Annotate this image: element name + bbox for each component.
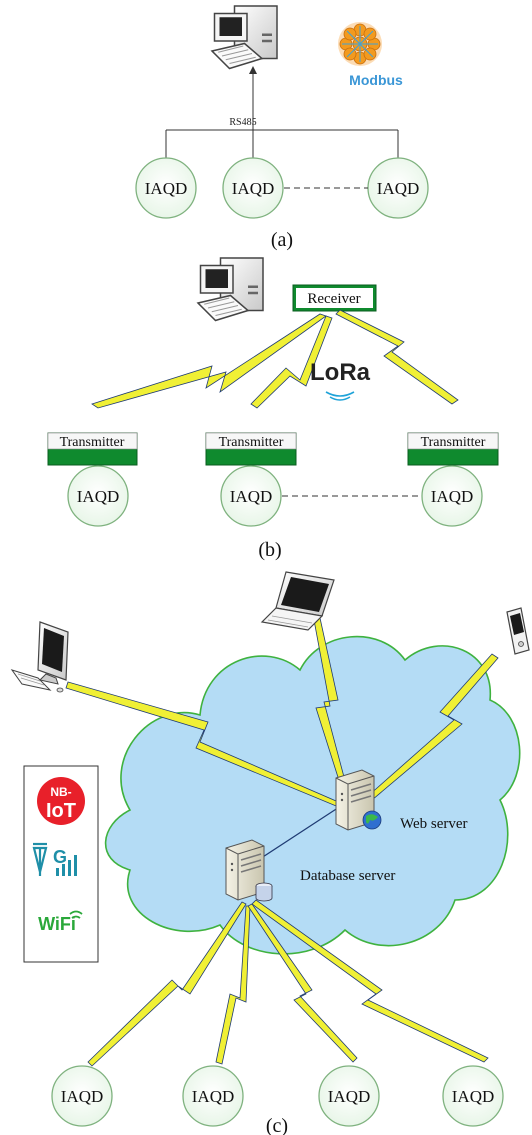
svg-text:Transmitter: Transmitter — [219, 435, 284, 450]
web-server-label: Web server — [400, 816, 468, 832]
svg-text:IAQD: IAQD — [192, 1087, 235, 1106]
transmitter-box: Transmitter — [407, 432, 499, 466]
device-wireless-links — [87, 899, 489, 1067]
rs485-label: RS485 — [229, 117, 256, 128]
svg-text:Transmitter: Transmitter — [60, 435, 125, 450]
laptop-icon — [260, 571, 335, 631]
iaqd-node: IAQD — [51, 1065, 113, 1127]
svg-text:G: G — [53, 847, 67, 867]
panel-b: Receiver LoRa Transmitter Transmitter — [47, 257, 499, 561]
desktop-monitor-icon — [10, 621, 69, 693]
svg-text:Receiver: Receiver — [307, 291, 360, 307]
modbus-label: Modbus — [349, 72, 403, 88]
iaqd-node: IAQD — [318, 1065, 380, 1127]
iaqd-node: IAQD — [67, 465, 129, 527]
web-server-icon — [335, 769, 382, 831]
svg-text:IAQD: IAQD — [328, 1087, 371, 1106]
iaqd-node: IAQD — [442, 1065, 504, 1127]
svg-text:IAQD: IAQD — [452, 1087, 495, 1106]
wifi-icon: WiFi — [38, 910, 83, 934]
svg-text:Transmitter: Transmitter — [421, 435, 486, 450]
lora-logo-icon: LoRa — [310, 359, 371, 401]
svg-text:IAQD: IAQD — [431, 487, 474, 506]
caption-b: (b) — [258, 539, 281, 561]
svg-text:IAQD: IAQD — [377, 179, 420, 198]
caption-c: (c) — [266, 1115, 288, 1135]
iaqd-node: IAQD — [222, 157, 284, 219]
desktop-computer-icon — [211, 5, 278, 70]
nbiot-icon: NB- IoT — [37, 777, 85, 825]
transmitter-box: Transmitter — [205, 432, 297, 466]
svg-text:IAQD: IAQD — [145, 179, 188, 198]
mobile-phone-icon — [506, 607, 530, 655]
receiver-box: Receiver — [292, 284, 377, 312]
svg-text:IAQD: IAQD — [232, 179, 275, 198]
iaqd-node: IAQD — [220, 465, 282, 527]
svg-text:IAQD: IAQD — [230, 487, 273, 506]
iaqd-node: IAQD — [421, 465, 483, 527]
iaqd-node: IAQD — [367, 157, 429, 219]
database-server-label: Database server — [300, 868, 395, 884]
panel-a: Modbus RS485 IAQD IAQD IAQD (a) — [135, 5, 429, 251]
iaqd-node: IAQD — [135, 157, 197, 219]
svg-text:IoT: IoT — [46, 800, 76, 822]
svg-text:NB-: NB- — [50, 785, 71, 799]
iaqd-node: IAQD — [182, 1065, 244, 1127]
caption-a: (a) — [271, 229, 293, 251]
svg-text:WiFi: WiFi — [38, 914, 76, 934]
svg-text:IAQD: IAQD — [61, 1087, 104, 1106]
database-server-icon — [225, 839, 273, 902]
svg-text:LoRa: LoRa — [310, 359, 371, 386]
desktop-computer-icon — [197, 257, 264, 322]
lora-wireless-links — [91, 309, 459, 409]
transmitter-box: Transmitter — [47, 432, 138, 466]
connectivity-legend: NB- IoT G WiFi — [23, 765, 99, 963]
modbus-logo-icon — [338, 22, 382, 66]
svg-text:IAQD: IAQD — [77, 487, 120, 506]
panel-c: Web server Database server NB- IoT G — [10, 571, 530, 1135]
cellular-signal-icon: G — [32, 842, 77, 876]
